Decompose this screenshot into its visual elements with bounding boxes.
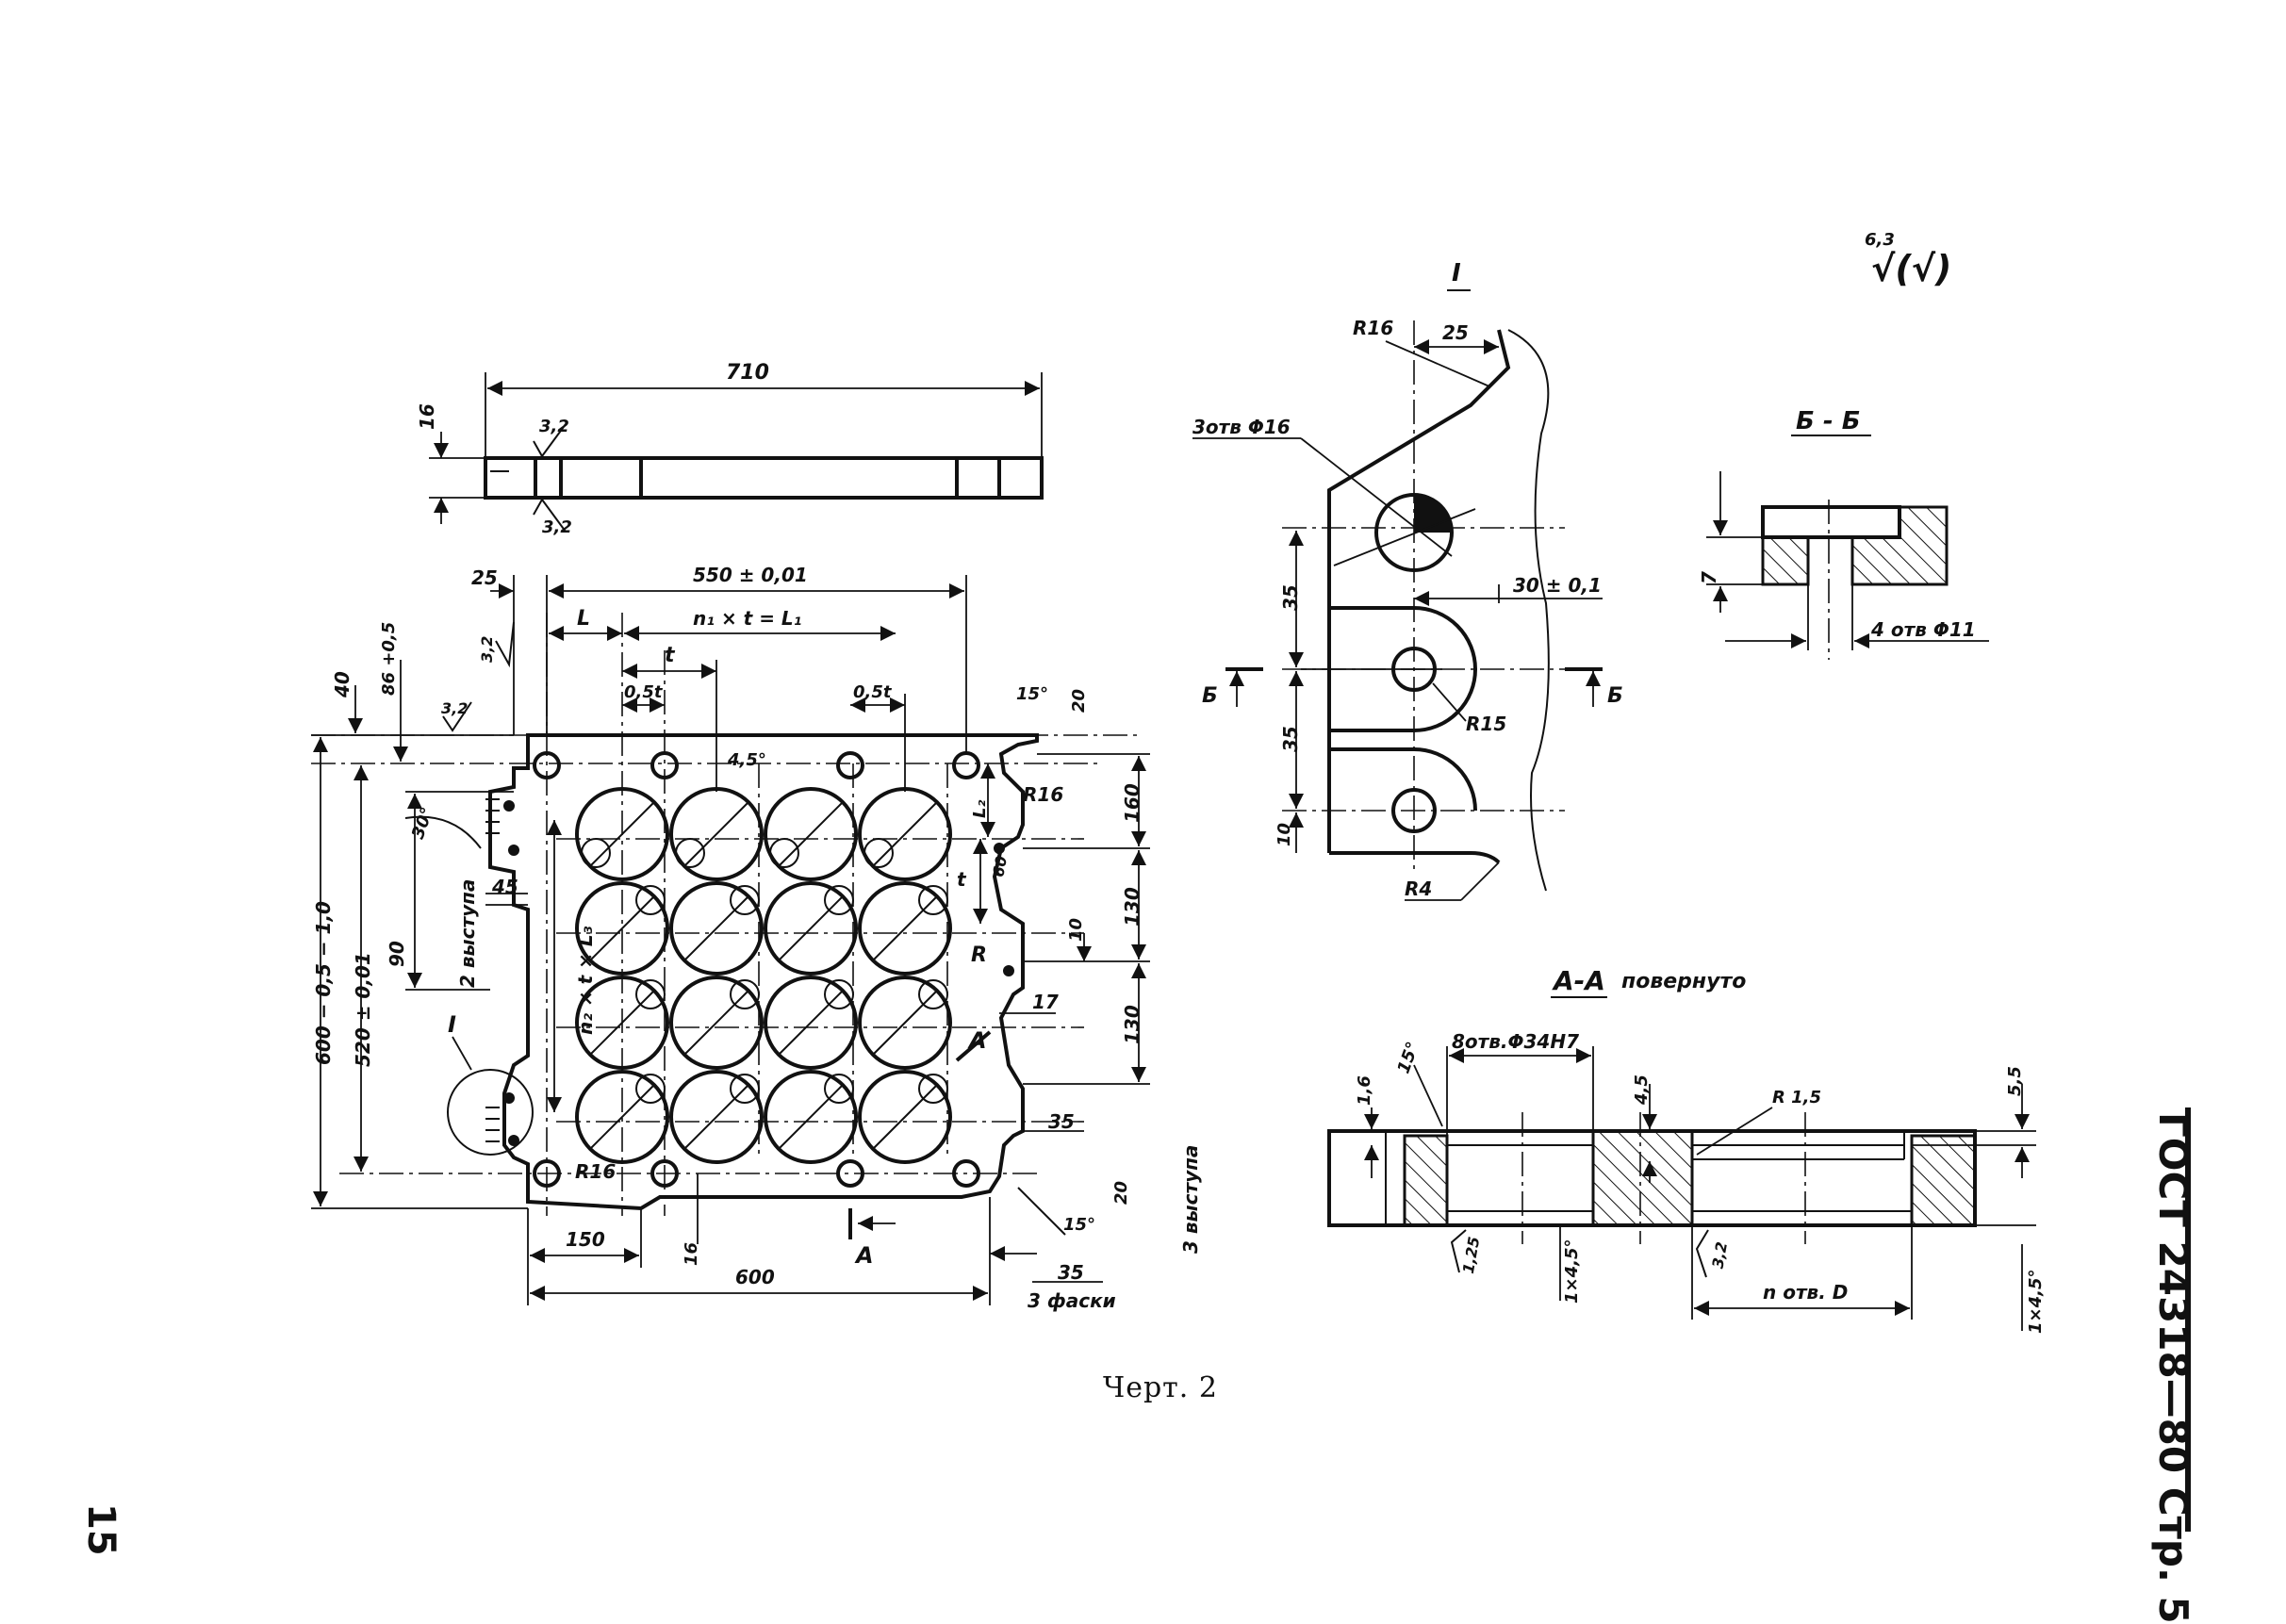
plan-edge-offset: 25 [471,566,498,589]
plan-t-right: t [957,868,967,891]
section-AA-chamfer-a: 1×4,5° [1562,1239,1582,1304]
figure-caption: Черт. 2 [1103,1371,1218,1404]
detail-I-dim-10: 10 [1275,823,1294,846]
section-AA-rough-32: 3,2 [1708,1240,1731,1270]
plan-height: 600 − 0,5 − 1,0 [312,901,335,1065]
detail-I-dim-25: 25 [1442,321,1469,344]
detail-I-holes: 3отв Φ16 [1192,416,1291,438]
roughness-symbol-glyph: √(√) [1871,248,1951,289]
plan-width-150: 150 [566,1228,605,1251]
plan-section-arrow: А [854,1242,874,1269]
plan-angle-30: 30° [408,805,437,842]
section-AA-holes: 8отв.Φ34Н7 [1452,1030,1579,1053]
top-rough-top: 3,2 [539,417,569,436]
plan-dim-17: 17 [1032,991,1059,1013]
top-length-label: 710 [726,361,769,385]
section-AA-angle-15: 15° [1393,1040,1423,1076]
standard-rule [2185,1107,2191,1532]
plan-dim-16: 16 [682,1242,701,1266]
section-AA: А-А повернуто 8отв.Φ34Н7 1,6 15° 4,5 R 1… [1327,965,2046,1335]
standard-header: ГОСТ 24318—80 Стр. 5 [2150,1112,2196,1624]
plan-angle-15-bottom: 15° [1063,1215,1095,1235]
detail-I-dim-35-a: 35 [1279,584,1302,611]
plan-dim-160: 160 [1121,783,1143,823]
plan-section-arrow-right: А [967,1027,987,1054]
roughness-value: 6,3 [1865,230,1895,250]
section-BB-title: Б - Б [1796,407,1861,435]
section-AA-chamfer-b: 1×4,5° [2026,1270,2046,1335]
plan-chamfers: 3 фаски [1028,1289,1116,1312]
plan-r16-right: R16 [1023,783,1063,806]
top-view: 710 16 3,2 3,2 [416,361,1044,537]
detail-I-dim-35-b: 35 [1279,726,1302,752]
plan-angle-45: 4,5° [727,750,766,770]
detail-I: I R16 25 3отв Φ16 30 ± 0,1 35 35 10 R15 [1192,259,1623,901]
plan-dim-20-bottom: 20 [1111,1181,1131,1205]
plan-top-offset: 40 [331,671,354,698]
plan-half-t-right: 0,5t [853,682,893,702]
detail-I-section-marks: Б Б [1202,667,1623,708]
plan-t: t [665,644,676,667]
plan-inner-height: 520 ± 0,01 [352,952,374,1067]
section-AA-dim-45: 4,5 [1632,1074,1652,1106]
detail-I-title: I [1452,259,1461,287]
detail-I-r16: R16 [1353,317,1393,339]
left-teeth [485,798,1014,1146]
plan-notch-pitch: 90 [386,941,408,967]
plan-dim-20-top: 20 [1069,689,1089,713]
plan-half-t-left: 0,5t [624,682,664,702]
plan-angle-60: 60° [989,847,1011,878]
plan-dim-130-b: 130 [1121,1005,1143,1044]
detail-I-dim-30: 30 ± 0,1 [1513,574,1602,597]
plan-angle-15-top: 15° [1016,684,1048,704]
plan-view: 25 550 ± 0,01 L n₁ × t = L₁ t 0,5t 0,5t … [311,564,1202,1312]
plan-L2: L₂ [970,800,990,818]
section-AA-subtitle: повернуто [1621,970,1746,993]
section-AA-title: А-А [1552,965,1605,996]
page-number: 15 [79,1503,123,1556]
plan-dim-35-bottom: 35 [1058,1261,1084,1284]
top-height-label: 16 [416,403,438,430]
section-AA-r15: R 1,5 [1772,1088,1821,1107]
plan-dim-35: 35 [1048,1110,1075,1133]
detail-I-r15: R15 [1466,713,1506,735]
plan-dim-130-a: 130 [1121,887,1143,927]
section-AA-dim-55: 5,5 [2005,1066,2025,1096]
section-AA-dim-16: 1,6 [1355,1075,1374,1106]
plan-vert-formula: n₂ × t × L₃ [574,926,597,1035]
plan-pitch-formula: n₁ × t = L₁ [693,607,801,630]
plan-L: L [577,607,590,631]
detail-I-section-b-right: Б [1607,684,1623,708]
plan-width-600: 600 [735,1266,775,1288]
detail-I-section-b-left: Б [1202,684,1218,708]
plan-detail-mark: I [448,1011,456,1038]
plan-notch-45: 45 [491,876,518,898]
plan-rough-corner: 3,2 [441,699,468,717]
plan-dim-10: 10 [1066,918,1086,942]
section-AA-rough-125: 1,25 [1459,1236,1484,1275]
plan-R: R [971,943,987,967]
detail-I-r4: R4 [1405,878,1432,900]
roughness-symbol: 6,3 √(√) [1865,230,1951,289]
plan-rough-left: 3,2 [478,636,496,663]
section-BB: Б - Б 4 отв Φ11 7 [1698,407,1989,660]
plan-notch-count: 2 выступа [456,879,479,988]
plan-hole-span: 550 ± 0,01 [693,564,808,586]
plan-top-offset2: 86 +0,5 [379,622,399,696]
plan-bump-count: 3 выступа [1179,1145,1202,1254]
hole-grid [575,787,952,1164]
section-BB-holes: 4 отв Φ11 [1870,618,1976,641]
section-AA-n-holes: n отв. D [1763,1281,1848,1304]
section-BB-dim-7: 7 [1698,571,1720,584]
top-rough-bottom: 3,2 [542,517,572,537]
plan-r16-bottom: R16 [575,1160,616,1183]
